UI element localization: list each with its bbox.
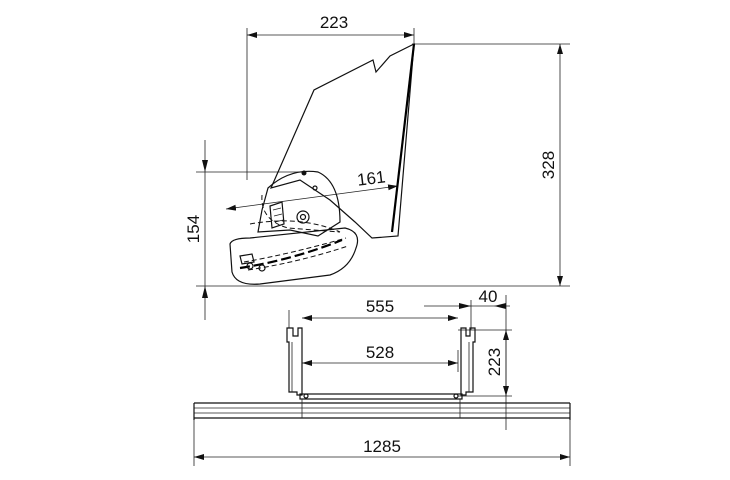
arrow-head	[202, 286, 208, 298]
arrow-head	[459, 303, 471, 309]
slot-line	[272, 207, 282, 211]
fixing-hole	[258, 264, 266, 272]
bolt-outer	[296, 210, 310, 224]
bolt-inner	[299, 213, 307, 221]
cross-bar	[299, 393, 463, 400]
pin-hole	[312, 185, 318, 191]
hidden-line	[243, 237, 347, 263]
dim-total-height: 328	[539, 151, 558, 179]
dim-top-width: 223	[320, 13, 348, 32]
backrest-front-edge	[390, 43, 416, 233]
dim-base-height: 154	[184, 215, 203, 243]
dim-line-rear-depth	[225, 184, 399, 211]
right-bracket	[460, 327, 476, 396]
latch-block	[239, 253, 255, 265]
bolt	[453, 393, 459, 399]
seat-rail-profile	[239, 238, 343, 270]
dim-bracket-height: 223	[485, 348, 504, 376]
dim-rail-offset: 40	[479, 287, 498, 306]
slot-line	[274, 219, 284, 223]
slot-line	[273, 213, 283, 217]
hinge-plate	[257, 170, 341, 237]
pivot-point	[301, 170, 307, 176]
dim-inner-width: 528	[366, 343, 394, 362]
left-bracket	[286, 327, 303, 396]
bolt	[303, 393, 309, 399]
front-view: 555 40 528 223 1285	[193, 287, 571, 466]
dim-overall-length: 1285	[363, 437, 401, 456]
seat-base	[229, 227, 359, 285]
arrow-head	[202, 160, 208, 172]
dim-outer-width: 555	[366, 297, 394, 316]
backrest-outline	[269, 42, 415, 239]
dim-rear-depth: 161	[356, 167, 386, 189]
hidden-line	[261, 194, 341, 233]
arrow-head	[494, 303, 506, 309]
slot-bracket	[269, 201, 285, 229]
side-view: 223 328 154 161	[184, 13, 570, 320]
